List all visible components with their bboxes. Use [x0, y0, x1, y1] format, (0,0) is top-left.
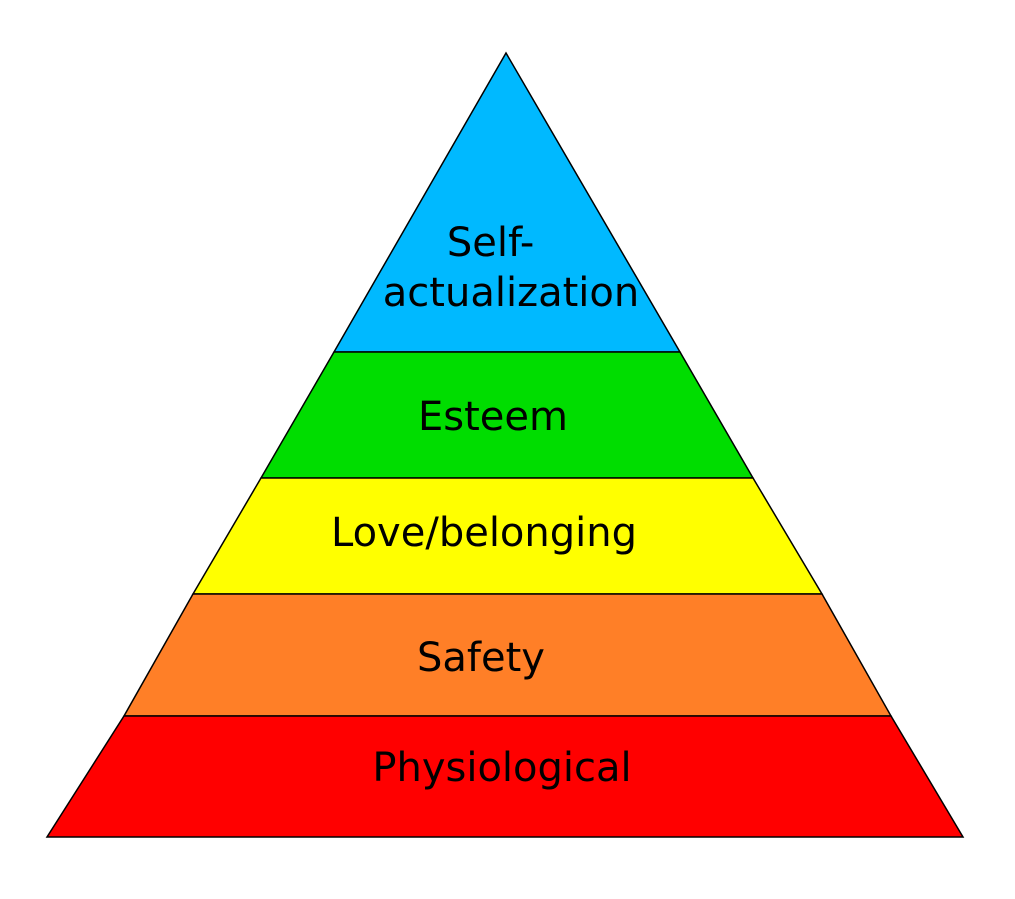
- tier-label-physiological: Physiological: [372, 745, 631, 791]
- tier-label-self-actualization: Self- actualization: [383, 220, 639, 316]
- tier-label-esteem: Esteem: [418, 394, 568, 440]
- tier-label-love-belonging: Love/belonging: [331, 510, 637, 556]
- tier-physiological: [45, 715, 965, 838]
- tier-label-safety: Safety: [417, 635, 545, 681]
- tier-label-line: Self-: [447, 220, 534, 266]
- tier-label-line: actualization: [383, 270, 639, 316]
